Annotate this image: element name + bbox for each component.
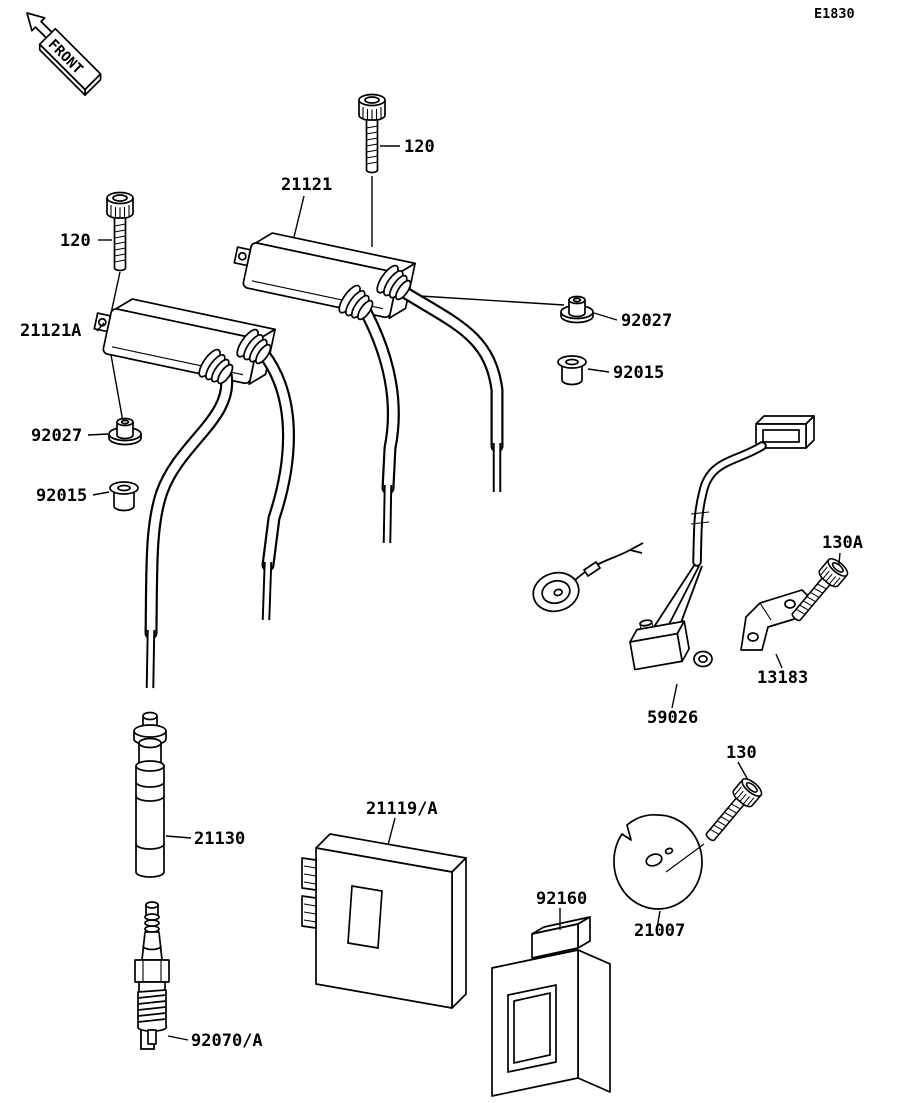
- part-label-92070a: 92070/A: [191, 1031, 263, 1051]
- part-label-120-top: 120: [404, 137, 435, 157]
- spark-plug-leads: [144, 285, 504, 689]
- switch-box: [629, 619, 690, 671]
- part-label-21121: 21121: [281, 175, 332, 195]
- part-label-92015-right: 92015: [613, 363, 664, 383]
- bracket-13183: 13183: [740, 589, 814, 688]
- ignition-coil-21121a: 21121A: [20, 291, 276, 388]
- bolt-120-top: 120: [358, 93, 435, 174]
- diagram-code: E1830: [814, 6, 855, 22]
- grommet-92027-left: 92027: [31, 417, 142, 446]
- part-label-92027-right: 92027: [621, 311, 672, 331]
- grommet-92027-right: 92027: [560, 295, 672, 331]
- igniter-21119a: 21119/A: [301, 799, 467, 1009]
- part-label-92015-left: 92015: [36, 486, 87, 506]
- part-label-130: 130: [726, 743, 757, 763]
- part-label-13183: 13183: [757, 668, 808, 688]
- pickup-sensor: [532, 571, 580, 613]
- part-label-92160: 92160: [536, 889, 587, 909]
- bolt-130a: 130A: [784, 533, 863, 627]
- bolt-120-left: 120: [60, 191, 134, 272]
- timing-rotor-21007: 21007: [613, 814, 703, 941]
- part-label-21007: 21007: [634, 921, 685, 941]
- part-label-21121a: 21121A: [20, 321, 81, 341]
- part-label-92027-left: 92027: [31, 426, 82, 446]
- damper-92015-left: 92015: [36, 481, 139, 512]
- part-label-120-left: 120: [60, 231, 91, 251]
- part-label-130a: 130A: [822, 533, 863, 553]
- ignition-coil-21121: 21121: [228, 175, 416, 322]
- front-indicator: FRONT: [26, 12, 102, 97]
- spark-plug-92070a: 92070/A: [134, 901, 263, 1051]
- pickup-wire: [574, 549, 631, 581]
- plug-cap-21130: 21130: [133, 711, 245, 878]
- pickup-coil-59026: 59026: [532, 415, 815, 728]
- damper-92015-right: 92015: [557, 355, 664, 386]
- case-92160: 92160: [491, 889, 611, 1097]
- part-label-21119a: 21119/A: [366, 799, 438, 819]
- part-label-59026: 59026: [647, 708, 698, 728]
- bolt-130: 130: [665, 743, 766, 873]
- part-label-21130: 21130: [194, 829, 245, 849]
